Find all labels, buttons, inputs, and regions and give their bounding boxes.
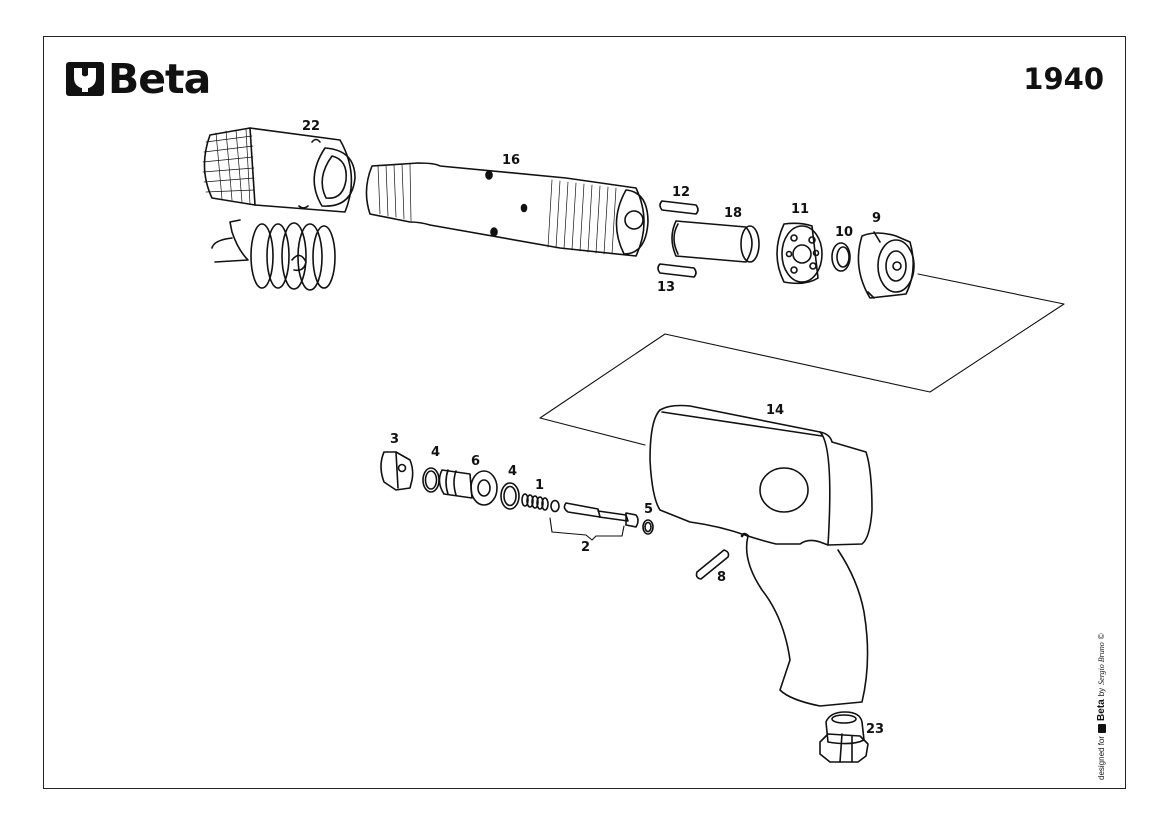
- credit-designer-signature: Sergio Bruno: [1097, 642, 1106, 685]
- part-2-valve-stem: [549, 499, 639, 541]
- credit-designed-for: designed for: [1097, 735, 1106, 780]
- part-8-pin: [695, 549, 730, 580]
- part-label-16: 16: [502, 153, 520, 168]
- part-11-valve-body: [776, 222, 823, 285]
- brand-name: Beta: [108, 54, 211, 103]
- part-13-pin: [657, 263, 697, 278]
- part-label-22: 22: [302, 119, 320, 134]
- designer-credit: designed for Beta by Sergio Bruno ©: [1096, 633, 1107, 780]
- beta-logo-icon: [66, 62, 104, 96]
- part-5-o-ring: [642, 519, 654, 535]
- part-10-ring: [831, 242, 851, 272]
- part-1-spring: [521, 493, 549, 511]
- part-label-14: 14: [766, 403, 784, 418]
- beta-mark-icon: [1097, 723, 1106, 733]
- part-18-piston: [671, 220, 760, 263]
- part-12-pin: [659, 200, 699, 215]
- brand-logo: Beta: [66, 54, 211, 103]
- part-23-inlet-fitting: [819, 711, 869, 763]
- part-16-barrel: [365, 162, 649, 257]
- part-label-4-right: 4: [508, 464, 517, 479]
- part-9-valve-cap: [857, 231, 915, 299]
- part-22-retainer: [202, 127, 356, 213]
- assembly-leader-lines: [539, 273, 1065, 446]
- part-label-6: 6: [471, 454, 480, 469]
- part-label-1: 1: [535, 478, 544, 493]
- part-4-o-ring-left: [422, 467, 440, 493]
- credit-by: by: [1097, 687, 1106, 697]
- part-label-23: 23: [866, 722, 884, 737]
- credit-brand: Beta: [1096, 699, 1107, 721]
- part-label-18: 18: [724, 206, 742, 221]
- part-6-valve-seat: [438, 469, 498, 506]
- part-label-8: 8: [717, 570, 726, 585]
- part-4-o-ring-right: [500, 482, 520, 510]
- part-label-4-left: 4: [431, 445, 440, 460]
- part-14-handle: [649, 404, 873, 707]
- part-label-2: 2: [581, 540, 590, 555]
- part-3-trigger: [380, 451, 414, 491]
- part-22-spring: [211, 219, 336, 291]
- part-label-12: 12: [672, 185, 690, 200]
- credit-copyright: ©: [1097, 633, 1106, 640]
- part-label-5: 5: [644, 502, 653, 517]
- part-label-13: 13: [657, 280, 675, 295]
- part-label-9: 9: [872, 211, 881, 226]
- part-label-3: 3: [390, 432, 399, 447]
- drawing-frame: [43, 36, 1126, 789]
- part-label-10: 10: [835, 225, 853, 240]
- model-number: 1940: [1023, 62, 1104, 96]
- part-label-11: 11: [791, 202, 809, 217]
